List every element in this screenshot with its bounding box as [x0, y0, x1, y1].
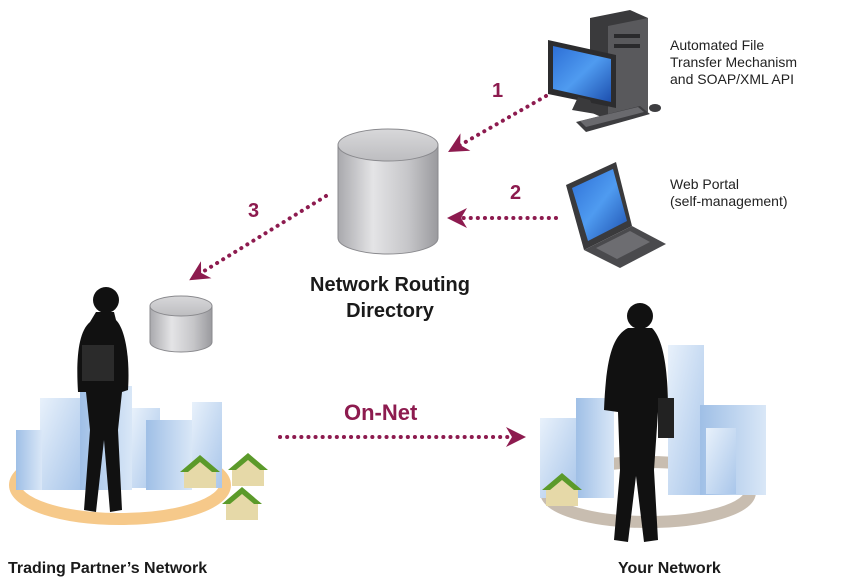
your-network-person-icon	[604, 303, 674, 542]
trading-partner-person-icon	[77, 287, 129, 512]
house-icon	[228, 453, 268, 486]
step-3-number: 3	[248, 200, 260, 222]
on-net-label: On-Net	[344, 400, 418, 425]
routing-directory-title: Network Routing Directory	[270, 272, 510, 324]
automated-transfer-line-1: Automated File	[670, 37, 765, 53]
house-icon	[542, 473, 582, 506]
web-portal-label: Web Portal (self-management)	[670, 176, 788, 210]
web-portal-line-2: (self-management)	[670, 193, 788, 209]
laptop-icon	[566, 162, 666, 268]
house-icon	[180, 455, 220, 488]
automated-transfer-line-2: Transfer Mechanism	[670, 54, 798, 70]
web-portal-line-1: Web Portal	[670, 176, 739, 192]
step-1-arrow	[448, 94, 548, 152]
partner-network-city-icon	[9, 386, 268, 525]
house-icon	[222, 487, 262, 520]
routing-directory-title-line-2: Directory	[346, 300, 434, 322]
step-2-number: 2	[510, 182, 522, 204]
desktop-computer-icon	[548, 10, 661, 132]
partner-database-icon	[149, 295, 213, 353]
routing-directory-title-line-1: Network Routing	[310, 274, 470, 296]
automated-transfer-line-3: and SOAP/XML API	[670, 71, 794, 87]
routing-directory-database-icon	[337, 128, 439, 255]
automated-transfer-label: Automated File Transfer Mechanism and SO…	[670, 37, 797, 88]
your-network-label: Your Network	[618, 560, 721, 577]
step-1-number: 1	[492, 80, 504, 102]
trading-partner-network-label: Trading Partner’s Network	[8, 560, 208, 577]
step-3-arrow	[189, 194, 328, 281]
